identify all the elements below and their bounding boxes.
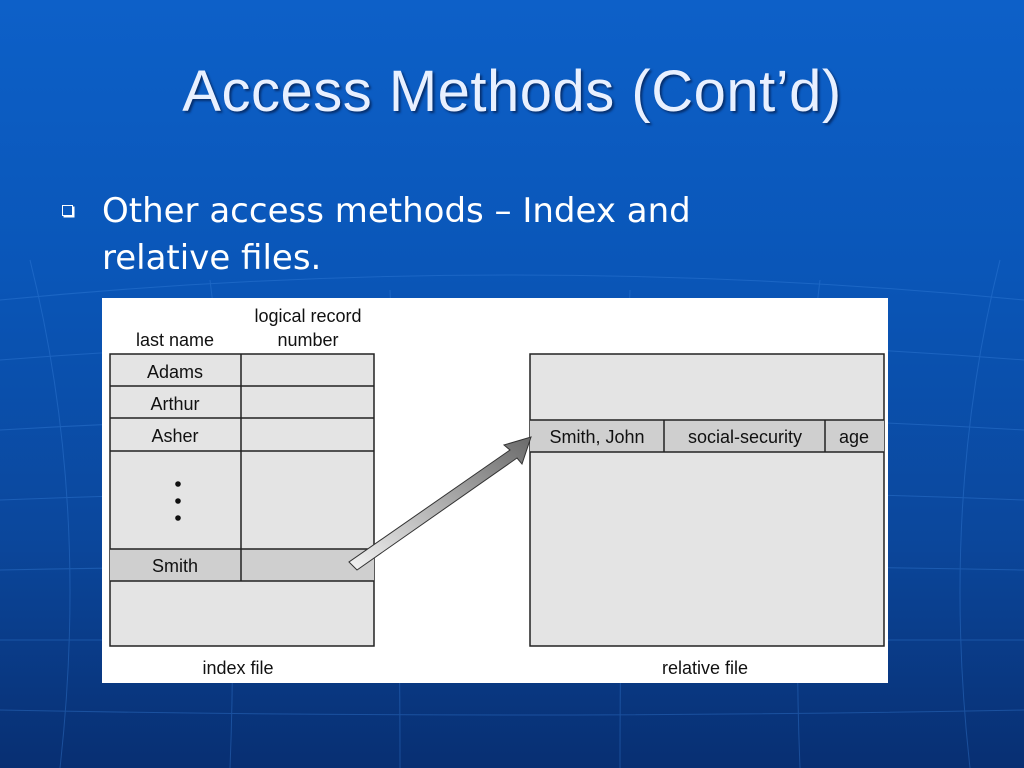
index-header-number: number xyxy=(277,330,338,350)
relative-field-age: age xyxy=(839,427,869,447)
index-row-name: Asher xyxy=(151,426,198,446)
index-file-caption: index file xyxy=(202,658,273,678)
pointer-arrow-icon xyxy=(348,436,532,571)
bullet-text-line-2: relative files. xyxy=(102,238,322,278)
relative-table-body xyxy=(529,353,885,647)
index-row-smith-highlight xyxy=(110,549,374,581)
index-row-name: Arthur xyxy=(150,394,199,414)
bullet-text: Other access methods – Index and relativ… xyxy=(102,188,862,282)
bullet-text-line-1: Other access methods – Index and xyxy=(102,191,691,231)
relative-file-table xyxy=(529,353,885,647)
ellipsis-dot xyxy=(175,481,181,487)
ellipsis-dot xyxy=(175,498,181,504)
square-bullet-icon xyxy=(62,205,73,216)
relative-file-caption: relative file xyxy=(662,658,748,678)
relative-field-name: Smith, John xyxy=(549,427,644,447)
index-relative-file-diagram: last name logical record number Adams Ar… xyxy=(102,298,888,683)
index-row-name: Adams xyxy=(147,362,203,382)
index-header-last-name: last name xyxy=(136,330,214,350)
index-header-logical-record: logical record xyxy=(254,306,361,326)
index-table-body xyxy=(109,353,375,647)
diagram-canvas: last name logical record number Adams Ar… xyxy=(109,306,885,678)
ellipsis-dot xyxy=(175,515,181,521)
slide-title: Access Methods (Cont’d) xyxy=(182,59,842,124)
index-file-table xyxy=(109,353,375,647)
index-row-name: Smith xyxy=(152,556,198,576)
relative-field-ssn: social-security xyxy=(688,427,802,447)
